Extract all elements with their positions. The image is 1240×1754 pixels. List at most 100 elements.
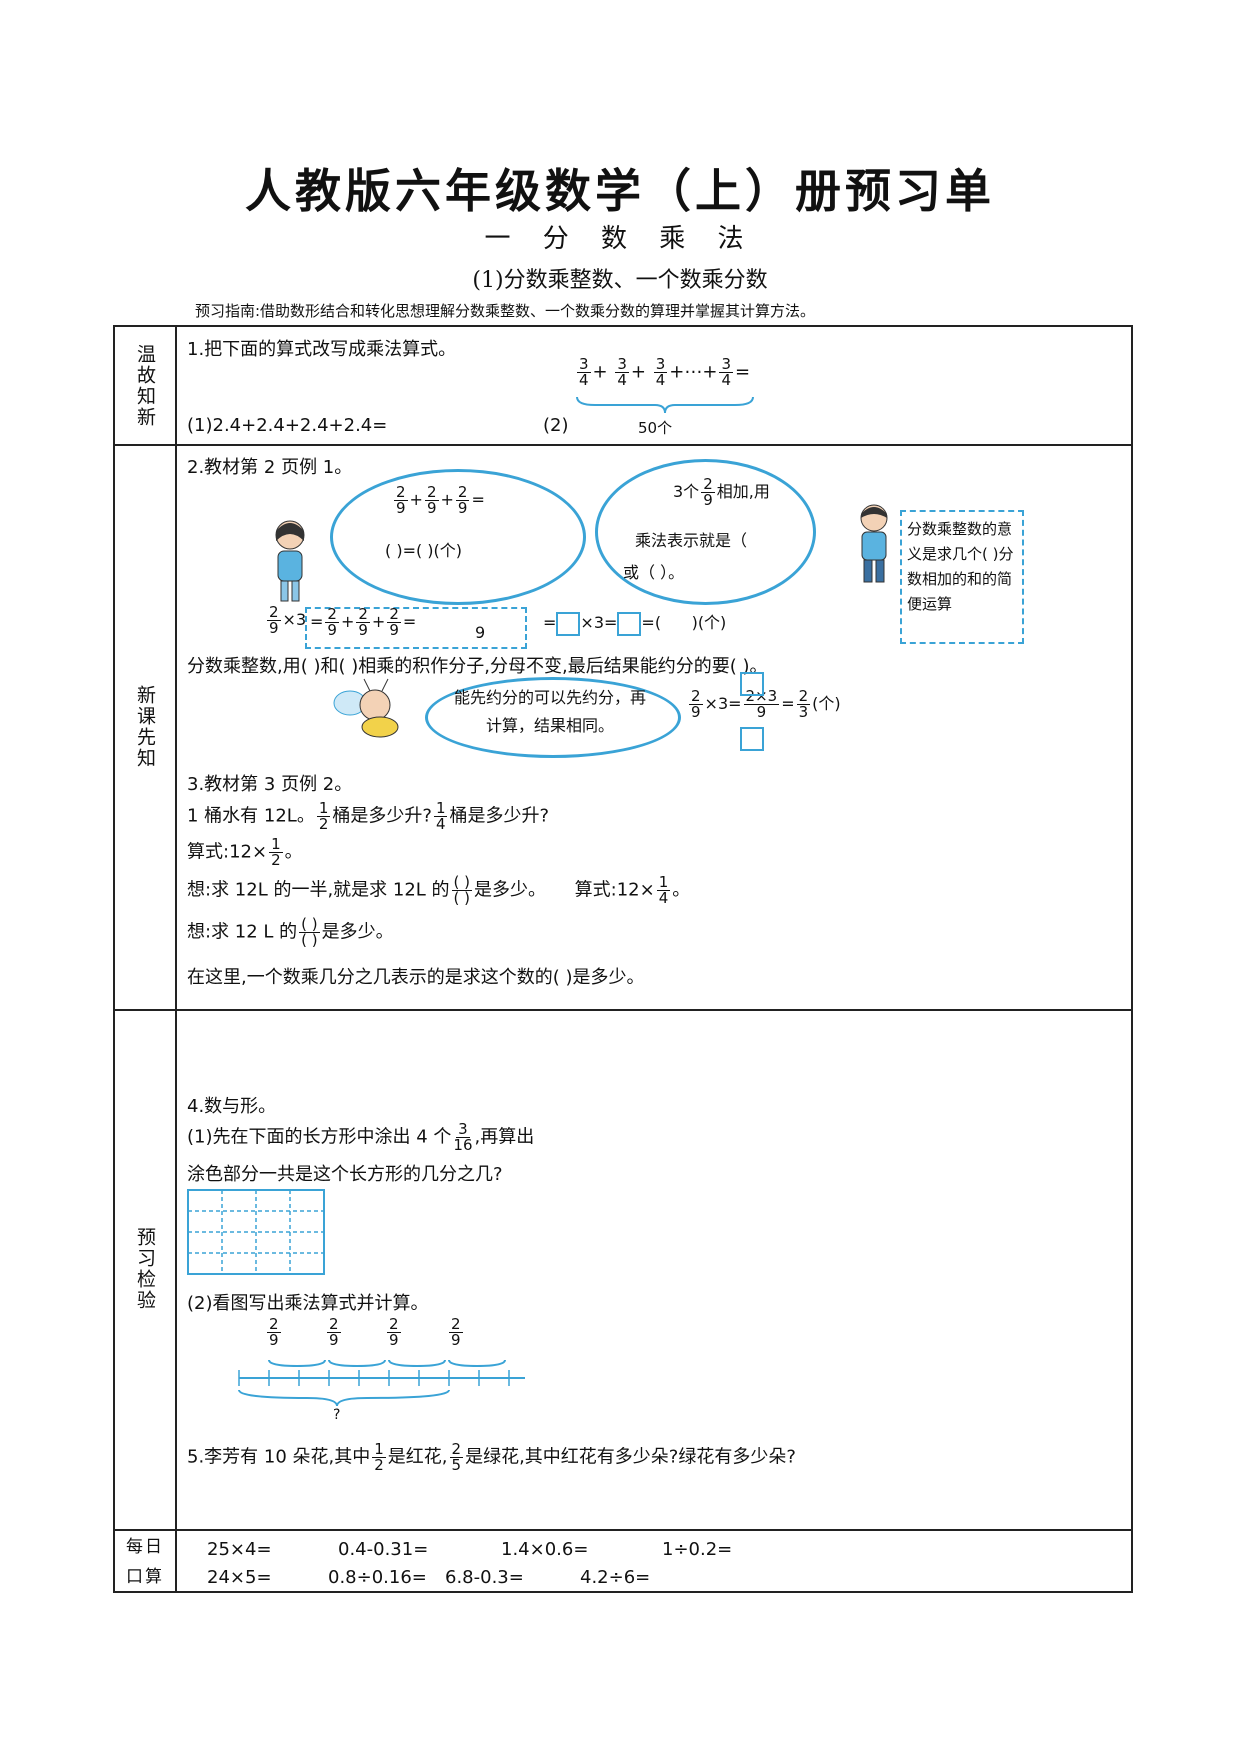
speech-bubble-2 xyxy=(595,459,816,605)
section-label-review: 温故知新 xyxy=(134,343,156,428)
question-1-part-1: (1)2.4+2.4+2.4+2.4= xyxy=(187,415,388,436)
section-label-oral-text: 每日口算 xyxy=(126,1537,164,1587)
column-divider xyxy=(175,327,177,1591)
bubble2-line3: 或（ ）。 xyxy=(623,563,685,582)
step-product: =×3==( )(个) xyxy=(543,609,726,636)
boy-illustration-icon xyxy=(860,504,888,583)
question-4-part-1-line-2: 涂色部分一共是这个长方形的几分之几? xyxy=(187,1164,503,1185)
rule-text: 分数乘整数,用( )和( )相乘的积作分子,分母不变,最后结果能约分的要( )。 xyxy=(187,656,768,677)
oral-item: 1.4×0.6= xyxy=(501,1539,589,1560)
question-3-line-5: 在这里,一个数乘几分之几表示的是求这个数的( )是多少。 xyxy=(187,967,645,988)
note-box xyxy=(900,510,1024,644)
question-4: 4.数与形。 xyxy=(187,1096,277,1117)
oral-item: 1÷0.2= xyxy=(662,1539,733,1560)
page-title: 人教版六年级数学（上）册预习单 xyxy=(245,164,995,218)
blank-square-icon[interactable] xyxy=(740,727,764,751)
oral-item: 24×5= xyxy=(207,1567,272,1588)
row-divider xyxy=(115,444,1131,446)
section-label-new: 新课先知 xyxy=(134,684,156,769)
fraction: ( )( ) xyxy=(299,915,320,949)
blank-square-icon[interactable] xyxy=(617,611,642,636)
question-mark-label: ? xyxy=(333,1407,341,1423)
bee-illustration-icon xyxy=(333,678,399,738)
oral-item: 25×4= xyxy=(207,1539,272,1560)
bubble3-text: 能先约分的可以先约分，再计算，结果相同。 xyxy=(453,688,646,735)
section-label-check: 预习检验 xyxy=(134,1227,156,1311)
lesson-title: (1)分数乘整数、一个数乘分数 xyxy=(472,268,768,293)
oral-item: 6.8-0.3= xyxy=(445,1567,524,1588)
oral-item: 0.8÷0.16= xyxy=(328,1567,427,1588)
question-1: 1.把下面的算式改写成乘法算式。 xyxy=(187,339,457,360)
fraction: ( )( ) xyxy=(451,873,473,907)
brace-label: 50个 xyxy=(638,419,673,437)
brace-icon xyxy=(576,396,754,414)
question-3-line-4: 想:求 12 L 的( )( )是多少。 xyxy=(187,915,394,949)
bubble2-line2: 乘法表示就是（ xyxy=(635,531,748,550)
blank-square-icon[interactable] xyxy=(556,611,581,636)
speech-bubble-1 xyxy=(330,469,586,605)
question-4-part-2: (2)看图写出乘法算式并计算。 xyxy=(187,1293,429,1314)
unit-title: 一 分 数 乘 法 xyxy=(484,224,756,254)
row-divider xyxy=(115,1529,1131,1531)
preview-guide: 预习指南:借助数形结合和转化思想理解分数乘整数、一个数乘分数的算理并掌握其计算方… xyxy=(195,302,816,320)
note-box-text: 分数乘整数的意义是求几个( )分数相加的和的简便运算 xyxy=(907,520,1014,613)
question-2: 2.教材第 2 页例 1。 xyxy=(187,457,353,478)
oral-item: 0.4-0.31= xyxy=(338,1539,429,1560)
question-3: 3.教材第 3 页例 2。 xyxy=(187,774,353,795)
dashed-step-box xyxy=(305,607,527,649)
section-label-oral: 每日口算 xyxy=(115,1529,175,1595)
blank-square-icon[interactable] xyxy=(740,672,764,696)
rectangle-grid-diagram[interactable] xyxy=(187,1189,327,1277)
step-denominator: 9 xyxy=(475,623,486,642)
girl-illustration-icon xyxy=(275,520,305,602)
speech-bubble-3 xyxy=(425,677,681,758)
bubble1-answer: ( )=( )(个) xyxy=(385,541,463,560)
oral-item: 4.2÷6= xyxy=(580,1567,651,1588)
question-1-part-2: (2) xyxy=(543,415,569,436)
number-line-diagram xyxy=(238,1359,525,1407)
row-divider xyxy=(115,1009,1131,1011)
